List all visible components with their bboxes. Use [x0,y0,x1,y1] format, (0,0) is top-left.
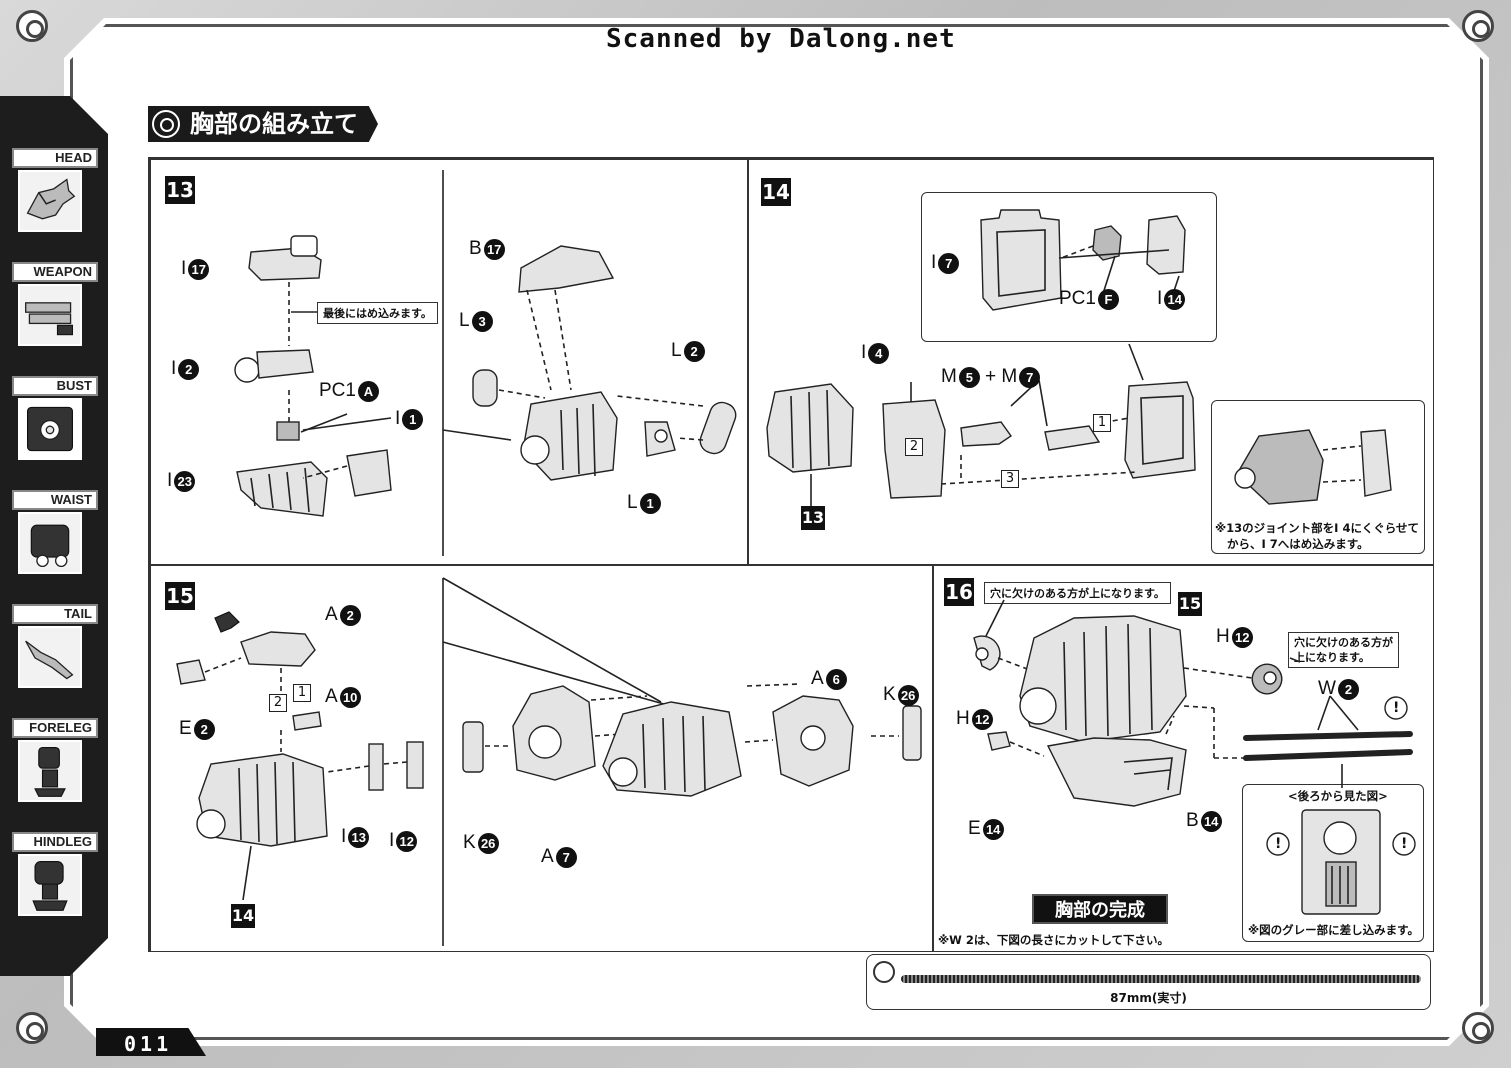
instruction-callout: 穴に欠けのある方が 上になります。 [1288,632,1399,668]
sidebar-item-foreleg[interactable]: FORELEG [12,718,98,802]
warning-icon: ! [1393,700,1400,716]
gun-icon [18,284,82,346]
sub-assembly-tag: 13 [801,506,825,530]
sidebar-item-label: HEAD [12,148,98,168]
sub-assembly-tag: 15 [1178,592,1202,616]
instruction-callout: 穴に欠けのある方が上になります。 [984,582,1171,604]
waist-icon [18,512,82,574]
sidebar-item-waist[interactable]: WAIST [12,490,98,574]
step-note: から、I 7へはめ込みます。 [1227,537,1369,551]
step-number: 14 [761,178,791,206]
wire-length-label: 87mm(実寸) [1110,991,1187,1005]
dinosaur-head-icon [18,170,82,232]
wire-length-guide: 87mm(実寸) [866,954,1431,1010]
order-marker: 3 [1001,470,1019,488]
rear-view-title: <後ろから見た図> [1288,789,1388,803]
wire-icon [873,961,895,983]
corner-logo-icon [16,10,48,42]
wire-actual-size-bar [901,975,1421,983]
step-14-diagram [766,209,1392,506]
sidebar-item-tail[interactable]: TAIL [12,604,98,688]
sidebar-item-weapon[interactable]: WEAPON [12,262,98,346]
step-15-diagram [176,577,922,946]
sidebar-item-label: HINDLEG [12,832,98,852]
scan-watermark: Scanned by Dalong.net [606,24,956,54]
rear-view-note: ※図のグレー部に差し込みます。 [1248,923,1420,937]
sidebar-item-label: WEAPON [12,262,98,282]
order-marker: 1 [293,684,311,702]
instruction-panels: 13 [148,157,1434,952]
sidebar-item-label: TAIL [12,604,98,624]
page-number: 011 [124,1032,173,1056]
hindleg-icon [18,854,82,916]
step-16-panel: 16 穴に欠けのある方が上になります。 15 穴に欠けのある方が 上になります。 [933,565,1434,952]
section-logo-icon [152,110,180,138]
corner-logo-icon [16,1012,48,1044]
sidebar-item-label: WAIST [12,490,98,510]
sidebar-item-head[interactable]: HEAD [12,148,98,232]
order-marker: 2 [905,438,923,456]
corner-logo-icon [1462,10,1494,42]
step-13-panel: 13 [150,159,748,565]
order-marker: 2 [269,694,287,712]
step-number: 13 [165,176,195,204]
page-title: 胸部の組み立て [148,106,378,142]
step-13-diagram [234,170,737,556]
step-14-panel: 14 [748,159,1434,565]
step-16-diagram [973,599,1416,915]
completion-banner: 胸部の完成 [1032,894,1168,924]
foreleg-icon [18,740,82,802]
tail-icon [18,626,82,688]
order-marker: 1 [1093,414,1111,432]
page-number-tab [96,1028,206,1056]
step-note: ※13のジョイント部をI 4にくぐらせて [1215,521,1420,535]
step-number: 16 [944,578,974,606]
sidebar-item-hindleg[interactable]: HINDLEG [12,832,98,916]
corner-logo-icon [1462,1012,1494,1044]
warning-icon: ! [1401,836,1408,852]
instruction-callout: 最後にはめ込みます。 [317,302,438,324]
bust-icon [18,398,82,460]
step-number: 15 [165,582,195,610]
step-15-panel: 15 [150,565,933,952]
sub-assembly-tag: 14 [231,904,255,928]
page-title-text: 胸部の組み立て [190,110,358,138]
warning-icon: ! [1275,836,1282,852]
sidebar-item-label: FORELEG [12,718,98,738]
sidebar-item-label: BUST [12,376,98,396]
sidebar-item-bust[interactable]: BUST [12,376,98,460]
callout-line: 上になります。 [1294,651,1370,664]
wire-cut-note: ※W 2は、下図の長さにカットして下さい。 [938,933,1170,947]
callout-line: 穴に欠けのある方が [1294,636,1393,649]
